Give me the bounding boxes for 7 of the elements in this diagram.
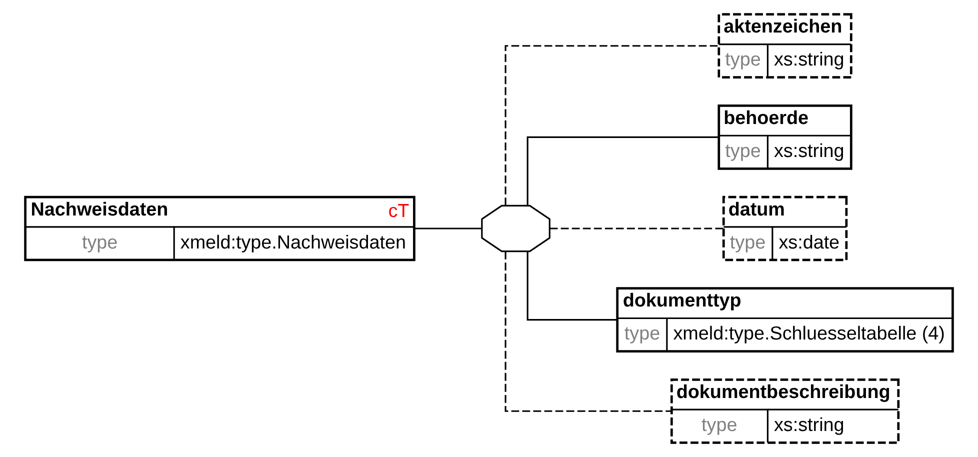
connector <box>526 252 617 321</box>
connector <box>504 45 719 206</box>
node-octagon <box>481 204 550 252</box>
connector <box>526 136 719 206</box>
connector <box>504 252 672 412</box>
connector <box>414 228 482 230</box>
connector <box>550 228 724 230</box>
